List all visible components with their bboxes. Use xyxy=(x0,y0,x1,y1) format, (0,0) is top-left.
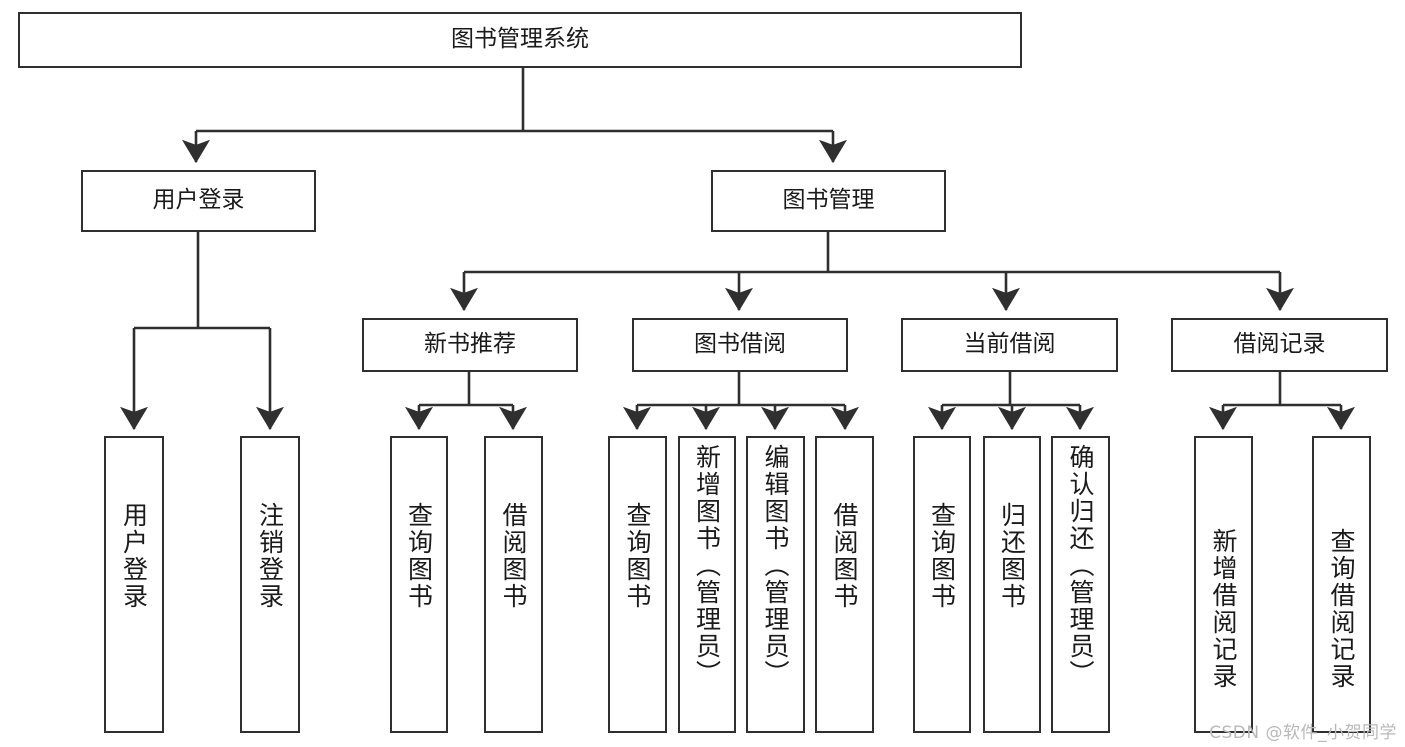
node-leaf-query-book-current[interactable]: 查询图书 xyxy=(913,436,971,733)
node-label: 借阅图书 xyxy=(499,502,528,610)
node-label: 归还图书 xyxy=(997,502,1027,610)
node-leaf-query-borrow-record[interactable]: 查询借阅记录 xyxy=(1312,436,1371,733)
node-label: 新增图书（管理员） xyxy=(692,444,722,687)
node-label: 查询图书 xyxy=(927,502,957,610)
node-label: 查询图书 xyxy=(623,502,652,610)
node-leaf-return-book[interactable]: 归还图书 xyxy=(983,436,1041,733)
node-leaf-query-book-borrow[interactable]: 查询图书 xyxy=(608,436,667,733)
node-label: 新书推荐 xyxy=(424,331,516,358)
node-borrow-record[interactable]: 借阅记录 xyxy=(1171,318,1388,372)
node-label: 查询图书 xyxy=(404,502,434,610)
node-label: 查询借阅记录 xyxy=(1327,528,1356,690)
node-label: 当前借阅 xyxy=(963,331,1056,358)
node-label: 新增借阅记录 xyxy=(1209,528,1238,690)
node-current-borrow[interactable]: 当前借阅 xyxy=(901,318,1118,372)
node-root-book-management-system[interactable]: 图书管理系统 xyxy=(18,12,1022,68)
node-label: 确认归还（管理员） xyxy=(1066,444,1095,687)
node-leaf-borrow-book-recommend[interactable]: 借阅图书 xyxy=(484,436,543,733)
node-new-book-recommend[interactable]: 新书推荐 xyxy=(362,318,578,372)
node-label: 借阅记录 xyxy=(1233,331,1326,358)
node-leaf-user-login[interactable]: 用户登录 xyxy=(104,436,164,733)
node-leaf-confirm-return[interactable]: 确认归还（管理员） xyxy=(1051,436,1110,733)
node-label: 图书管理系统 xyxy=(451,26,589,53)
node-label: 借阅图书 xyxy=(830,502,859,610)
node-label: 图书管理 xyxy=(782,187,875,214)
node-label: 注销登录 xyxy=(255,502,285,610)
node-leaf-borrow-book[interactable]: 借阅图书 xyxy=(815,436,874,733)
node-leaf-add-borrow-record[interactable]: 新增借阅记录 xyxy=(1194,436,1253,733)
node-leaf-add-book[interactable]: 新增图书（管理员） xyxy=(678,436,736,733)
node-label: 用户登录 xyxy=(152,187,245,214)
node-leaf-edit-book[interactable]: 编辑图书（管理员） xyxy=(746,436,805,733)
node-book-borrow[interactable]: 图书借阅 xyxy=(632,318,848,372)
node-leaf-logout-login[interactable]: 注销登录 xyxy=(240,436,300,733)
node-book-management[interactable]: 图书管理 xyxy=(711,170,946,232)
csdn-watermark: CSDN @软件_小贺同学 xyxy=(1209,723,1397,743)
node-label: 用户登录 xyxy=(119,502,149,610)
node-leaf-query-book-recommend[interactable]: 查询图书 xyxy=(390,436,448,733)
node-label: 编辑图书（管理员） xyxy=(761,444,790,687)
node-label: 图书借阅 xyxy=(694,331,786,358)
node-user-login[interactable]: 用户登录 xyxy=(81,170,316,232)
